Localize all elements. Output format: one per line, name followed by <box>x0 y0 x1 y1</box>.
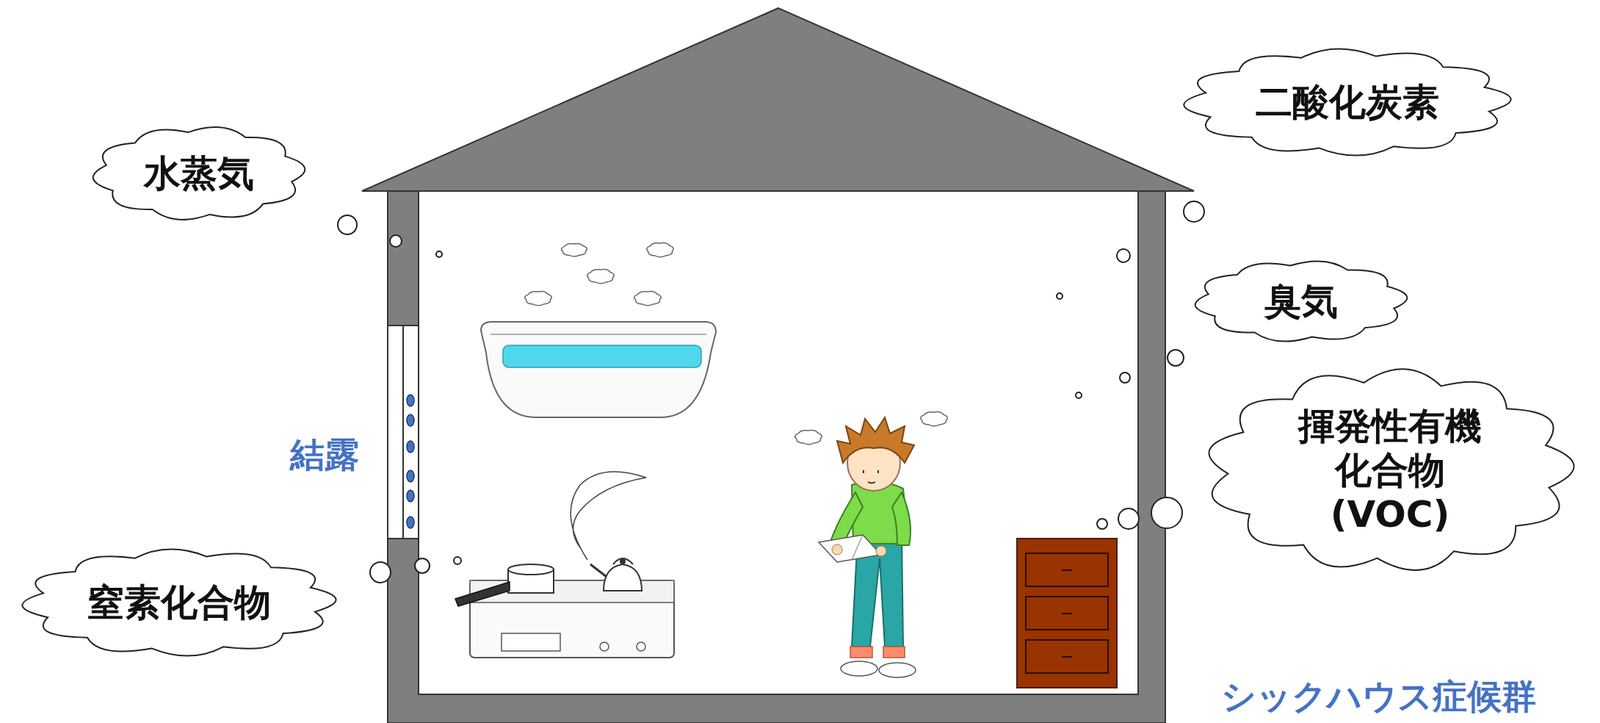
condensation-drops <box>406 394 415 407</box>
thought-bubbles <box>337 201 1205 583</box>
pot-handle <box>455 581 510 606</box>
gas-stove <box>508 563 554 575</box>
condensation-drops <box>406 394 415 528</box>
reading-boy <box>863 469 879 484</box>
reading-boy <box>883 646 905 658</box>
steam-puff <box>634 291 661 306</box>
window-frame <box>402 325 404 539</box>
walls <box>387 190 1166 723</box>
gas-stove <box>619 558 626 564</box>
reading-boy <box>850 646 873 658</box>
thought-bubbles <box>1097 518 1108 529</box>
callout-text: 揮発性有機 化合物(VOC) <box>1279 403 1501 537</box>
steam-puff <box>525 291 552 306</box>
callout-text: 水蒸気 <box>143 151 255 196</box>
callout-text: 臭気 <box>1264 279 1338 324</box>
steam-puff <box>587 269 614 284</box>
condensation-drops <box>406 489 415 502</box>
chest-of-drawers <box>1061 569 1073 571</box>
condensation-drops <box>406 440 415 453</box>
thought-bubbles <box>436 251 443 257</box>
chest-of-drawers <box>1025 639 1109 673</box>
steam-clouds <box>525 243 948 445</box>
cloud-callout: 窒素化合物 <box>2 536 356 669</box>
gas-stove <box>590 563 607 577</box>
gas-stove <box>613 558 633 564</box>
steam-swirl <box>570 471 647 560</box>
cloud-shape <box>1195 260 1408 341</box>
thought-bubbles <box>337 215 357 235</box>
callout-text: 窒素化合物 <box>87 580 271 625</box>
thought-bubbles <box>1118 508 1139 529</box>
condensation-drops <box>406 414 415 426</box>
window <box>387 325 419 539</box>
steam-puff <box>795 430 822 445</box>
hair <box>837 417 915 463</box>
cloud-shape <box>22 548 336 655</box>
reading-boy <box>892 491 911 545</box>
reading-boy <box>831 544 843 555</box>
cloud-shape <box>93 127 306 220</box>
callout-text: 二酸化炭素 <box>1255 80 1440 125</box>
chest-of-drawers <box>1016 538 1117 688</box>
cloud-callout: 水蒸気 <box>77 114 321 233</box>
steam-puff <box>920 411 948 426</box>
chest-of-drawers <box>1025 596 1109 630</box>
reading-boy <box>818 417 916 678</box>
thought-bubbles <box>370 561 391 583</box>
thought-bubbles <box>1167 349 1184 366</box>
bath-water <box>502 345 702 368</box>
gas-stove <box>599 641 609 651</box>
cloud-callout: 揮発性有機 化合物(VOC) <box>1184 347 1596 592</box>
syndrome-label: シックハウス症候群 <box>1221 673 1537 720</box>
thought-bubbles <box>414 558 430 573</box>
thought-bubbles <box>453 556 462 564</box>
chest-of-drawers <box>1016 538 1117 688</box>
cloud-shape <box>1209 368 1575 570</box>
house-body <box>362 8 1194 723</box>
steam-puff <box>561 243 588 257</box>
steam-puff <box>646 243 674 257</box>
book <box>818 534 882 562</box>
condensation-drops <box>406 469 415 482</box>
chest-of-drawers <box>1025 552 1109 586</box>
thought-bubbles <box>389 234 402 247</box>
gas-stove <box>501 632 561 651</box>
chest-of-drawers <box>1061 655 1073 658</box>
thought-bubbles <box>1183 201 1205 222</box>
gas-stove <box>636 641 646 651</box>
thought-bubbles <box>1116 248 1131 263</box>
bathtub <box>490 333 707 335</box>
bathtub <box>480 321 716 418</box>
condensation-drops <box>406 516 415 528</box>
cloud-shape <box>1183 48 1511 155</box>
condensation-label: 結露 <box>290 431 360 479</box>
cloud-callout: 臭気 <box>1179 249 1423 353</box>
gas-stove <box>455 471 675 658</box>
interior <box>418 190 1139 694</box>
cloud-callout: 二酸化炭素 <box>1163 35 1531 169</box>
thought-bubbles <box>1151 497 1183 528</box>
thought-bubbles <box>1056 292 1063 299</box>
kettle <box>603 563 642 591</box>
reading-boy <box>878 662 916 678</box>
thought-bubbles <box>1119 372 1131 383</box>
bathtub <box>480 321 716 418</box>
reading-boy <box>851 534 863 560</box>
reading-boy <box>840 660 878 676</box>
chest-of-drawers <box>1061 612 1073 614</box>
thought-bubbles <box>1075 392 1082 398</box>
roof <box>362 8 1194 191</box>
reading-boy <box>875 545 887 556</box>
